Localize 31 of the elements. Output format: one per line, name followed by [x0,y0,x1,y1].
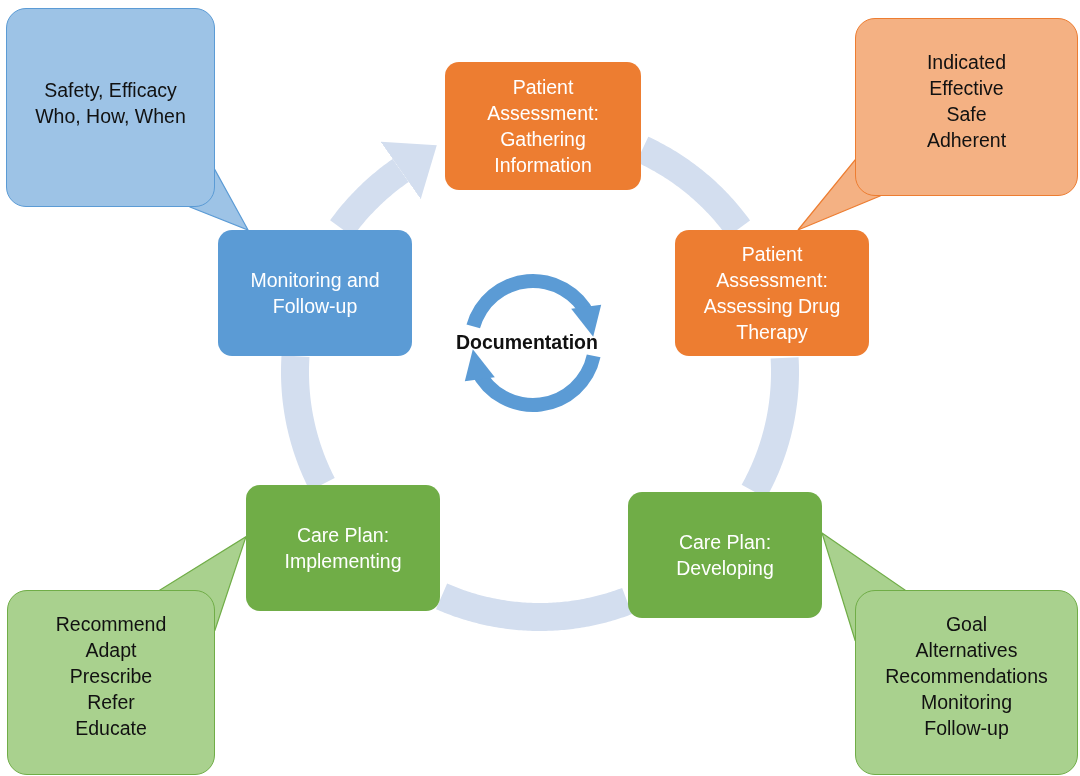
step-label: Patient Assessment: Gathering Information [486,75,600,178]
process-box [445,62,641,190]
callout-text: Safe [946,102,987,127]
callout-text: Follow-up [924,716,1009,741]
callout-text: Monitoring [920,690,1012,715]
callout-text: Educate [75,716,147,741]
callout-text: Who, How, When [35,104,186,129]
center-label: Documentation [456,331,598,354]
step-label: Care Plan: Implementing [283,523,403,574]
callout-text: Goal [945,612,988,637]
callout-text: Effective [929,76,1004,101]
step-label: Care Plan: Developing [675,530,775,581]
speech-bubble [855,18,1078,196]
speech-bubble [7,590,215,775]
process-box [628,492,822,618]
callout-text: Safety, Efficacy [44,78,177,103]
speech-bubble [855,590,1078,775]
callout-text: Recommend [55,612,167,637]
process-box [675,230,869,356]
callout-text: Recommendations [885,664,1048,689]
callout-text: Alternatives [915,638,1018,663]
step-label: Patient Assessment: Assessing Drug Therapy [702,242,842,345]
callout-text: Indicated [926,50,1007,75]
callout-text: Adapt [85,638,137,663]
callout-text: Adherent [926,128,1007,153]
callout-text: Prescribe [69,664,153,689]
step-label: Monitoring and Follow-up [249,268,381,319]
speech-bubble [6,8,215,207]
process-box [218,230,412,356]
callout-text: Refer [87,690,135,715]
process-box [246,485,440,611]
